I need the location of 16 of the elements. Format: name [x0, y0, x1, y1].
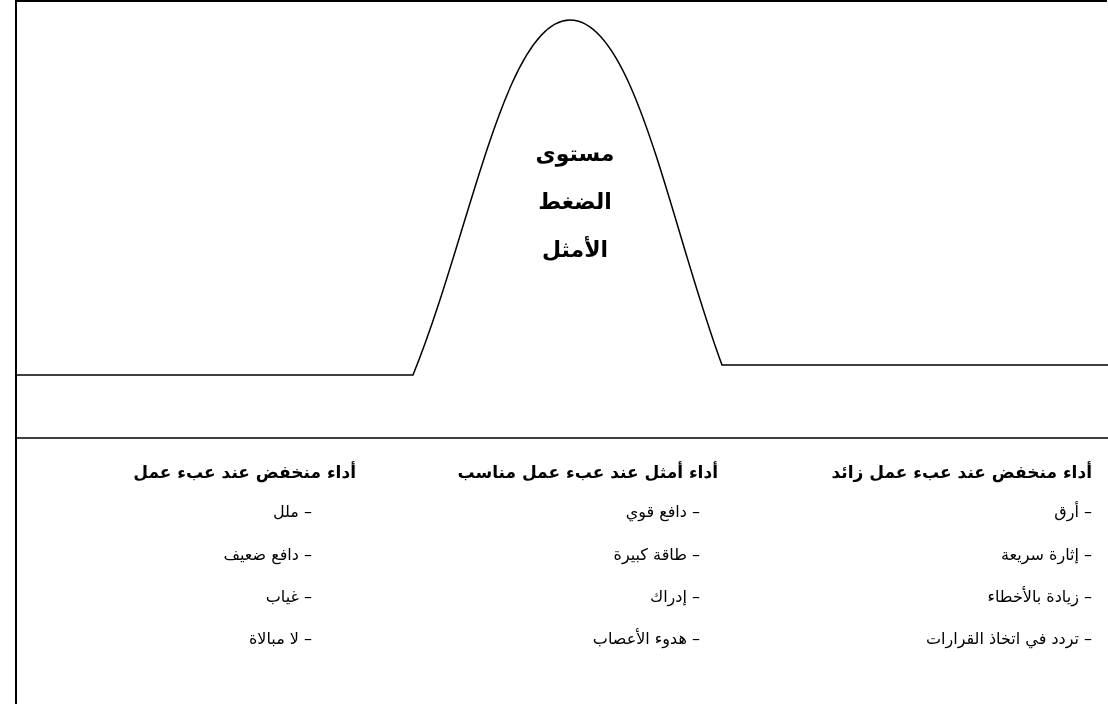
list-item: – إدراك	[650, 587, 700, 606]
list-item: – دافع قوي	[625, 502, 700, 521]
list-item: – دافع ضعيف	[223, 545, 312, 564]
column-heading: أداء منخفض عند عبء عمل	[133, 462, 356, 482]
list-item: – هدوء الأعصاب	[592, 629, 700, 648]
column-heading: أداء منخفض عند عبء عمل زائد	[831, 462, 1092, 482]
list-item: – زيادة بالأخطاء	[987, 587, 1092, 606]
list-item: – تردد في اتخاذ القرارات	[926, 629, 1092, 648]
list-item: – ملل	[272, 502, 312, 521]
column-heading: أداء أمثل عند عبء عمل مناسب	[457, 462, 718, 482]
list-item: – طاقة كبيرة	[613, 545, 700, 564]
curve-label: مستوى الضغط الأمثل	[534, 140, 616, 264]
list-item: – غياب	[265, 587, 312, 606]
list-item: – إثارة سريعة	[1000, 545, 1092, 564]
list-item: – لا مبالاة	[248, 629, 312, 648]
list-item: – أرق	[1054, 502, 1092, 521]
